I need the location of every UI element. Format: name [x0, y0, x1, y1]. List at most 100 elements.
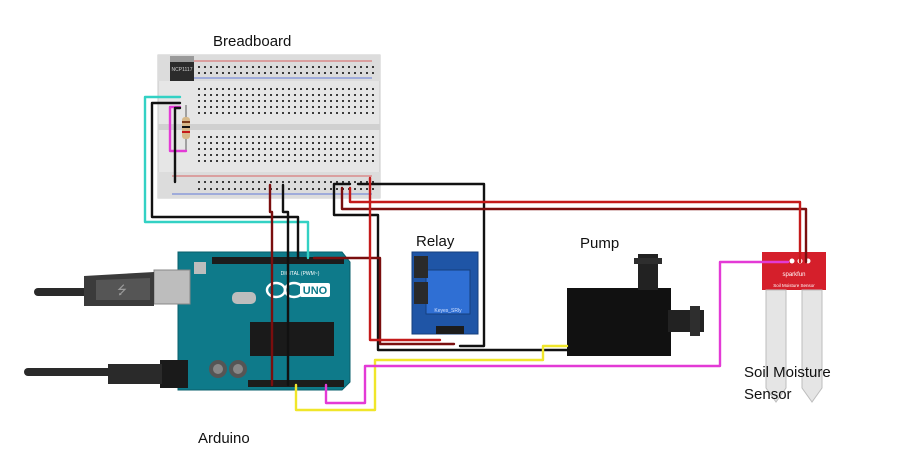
breadboard-hole [198, 136, 200, 138]
breadboard-hole [252, 106, 254, 108]
breadboard-hole [318, 72, 320, 74]
digital-label: DIGITAL (PWM~) [281, 271, 320, 277]
arduino-logo: UNO [265, 281, 330, 299]
breadboard-hole [216, 94, 218, 96]
breadboard-hole [306, 100, 308, 102]
breadboard-hole [294, 72, 296, 74]
breadboard-hole [282, 112, 284, 114]
breadboard-hole [330, 188, 332, 190]
breadboard-hole [294, 94, 296, 96]
breadboard-hole [288, 188, 290, 190]
breadboard-hole [276, 142, 278, 144]
breadboard-hole [360, 148, 362, 150]
breadboard-hole [372, 66, 374, 68]
breadboard-hole [210, 188, 212, 190]
breadboard-hole [270, 94, 272, 96]
breadboard-hole [318, 100, 320, 102]
wire-darkred-sensor [340, 186, 808, 264]
breadboard-hole [258, 181, 260, 183]
breadboard-hole [246, 66, 248, 68]
breadboard-hole [372, 106, 374, 108]
relay-module-text: Keyes_SRly [434, 308, 462, 314]
breadboard-hole [222, 181, 224, 183]
breadboard-hole [282, 66, 284, 68]
breadboard-hole [288, 136, 290, 138]
breadboard-hole [258, 188, 260, 190]
breadboard-hole [288, 94, 290, 96]
breadboard-hole [222, 72, 224, 74]
breadboard-hole [258, 148, 260, 150]
breadboard-hole [300, 154, 302, 156]
breadboard-hole [240, 136, 242, 138]
breadboard-hole [318, 181, 320, 183]
breadboard-hole [324, 112, 326, 114]
breadboard-hole [360, 100, 362, 102]
pump-label: Pump [580, 235, 620, 252]
breadboard-hole [324, 148, 326, 150]
breadboard-hole [330, 148, 332, 150]
breadboard-hole [240, 72, 242, 74]
breadboard-hole [210, 94, 212, 96]
soil-sensor-label-line2: Sensor [744, 386, 792, 403]
breadboard-hole [294, 181, 296, 183]
breadboard-hole [216, 106, 218, 108]
breadboard-hole [360, 88, 362, 90]
breadboard-hole [372, 154, 374, 156]
breadboard-hole [228, 66, 230, 68]
breadboard-hole [318, 106, 320, 108]
breadboard-hole [348, 160, 350, 162]
breadboard-hole [198, 88, 200, 90]
breadboard-hole [240, 181, 242, 183]
breadboard-hole [312, 136, 314, 138]
breadboard-hole [276, 154, 278, 156]
breadboard-hole [372, 188, 374, 190]
uno-text: UNO [303, 285, 328, 297]
breadboard-hole [288, 160, 290, 162]
breadboard-hole [204, 106, 206, 108]
relay-label: Relay [416, 233, 455, 250]
breadboard-hole [246, 94, 248, 96]
breadboard-hole [336, 142, 338, 144]
breadboard-hole [246, 136, 248, 138]
breadboard-hole [204, 154, 206, 156]
breadboard-hole [234, 106, 236, 108]
breadboard-hole [348, 88, 350, 90]
breadboard-hole [264, 100, 266, 102]
breadboard-hole [264, 181, 266, 183]
svg-text:⭍: ⭍ [117, 283, 127, 297]
soil-sensor-label-line1: Soil Moisture [744, 364, 831, 381]
breadboard-hole [306, 148, 308, 150]
breadboard-hole [270, 88, 272, 90]
breadboard-hole [264, 136, 266, 138]
breadboard-hole [264, 66, 266, 68]
breadboard-hole [222, 154, 224, 156]
breadboard-hole [210, 106, 212, 108]
resistor [182, 105, 190, 151]
breadboard-hole [276, 88, 278, 90]
usb-cable: ⭍ [34, 272, 154, 306]
breadboard-hole [372, 142, 374, 144]
breadboard-hole [336, 106, 338, 108]
breadboard-hole [282, 142, 284, 144]
breadboard-hole [270, 100, 272, 102]
breadboard-hole [228, 112, 230, 114]
relay-module: Keyes_SRly [411, 251, 479, 335]
breadboard-hole [222, 88, 224, 90]
breadboard-hole [306, 94, 308, 96]
regulator-text: NCP1117 [172, 67, 193, 73]
breadboard-hole [228, 154, 230, 156]
breadboard-hole [360, 72, 362, 74]
breadboard-hole [324, 100, 326, 102]
breadboard-hole [330, 181, 332, 183]
breadboard-hole [240, 88, 242, 90]
breadboard-hole [252, 154, 254, 156]
breadboard-hole [330, 100, 332, 102]
wire-black-pump [332, 182, 569, 352]
breadboard-hole [240, 142, 242, 144]
breadboard-hole [324, 160, 326, 162]
breadboard-hole [234, 136, 236, 138]
breadboard-hole [204, 88, 206, 90]
breadboard-hole [294, 142, 296, 144]
breadboard-hole [216, 136, 218, 138]
breadboard-hole [252, 112, 254, 114]
